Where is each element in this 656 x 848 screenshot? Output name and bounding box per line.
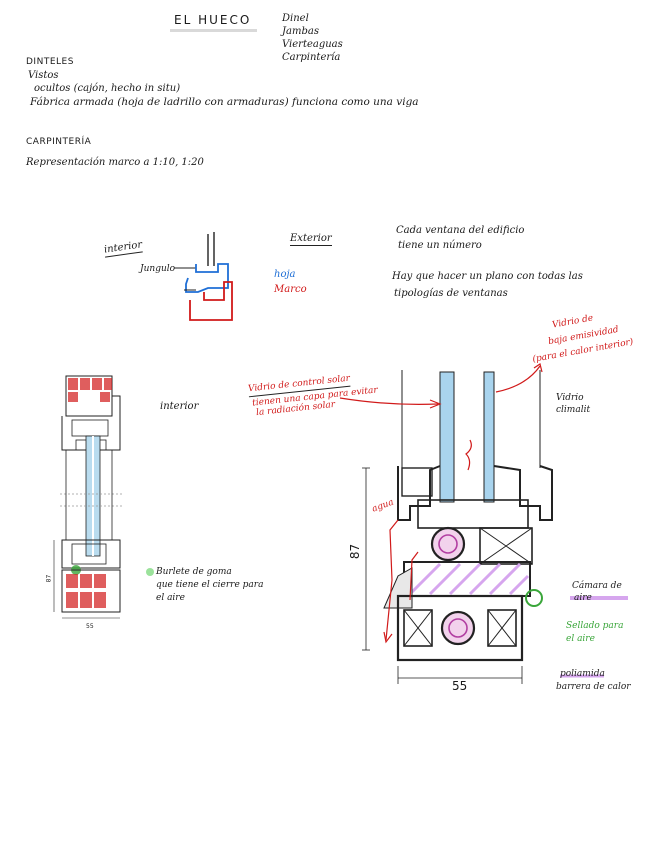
burlete-note-1: Burlete de goma <box>146 566 232 579</box>
dinteles-line-3: Fábrica armada (hoja de ladrillo con arm… <box>30 96 419 108</box>
camara-note-1: Cámara de <box>572 581 622 591</box>
topic-carpinteria: Carpintería <box>282 52 341 63</box>
climalit-note-2: climalit <box>556 405 591 415</box>
note-ventana-1: Cada ventana del edificio <box>396 225 525 236</box>
note-plano-1: Hay que hacer un plano con todas las <box>392 271 583 282</box>
dinteles-line-2: ocultos (cajón, hecho in situ) <box>34 83 181 94</box>
small-interior-label: interior <box>160 401 199 412</box>
burlete-line-3: el aire <box>156 593 185 603</box>
page-title: EL HUECO <box>170 13 258 32</box>
sketch-jungulo-label: Jungulo <box>140 264 176 274</box>
carpinteria-heading: CARPINTERÍA <box>26 137 92 147</box>
topic-dintel: Dinel <box>282 13 309 24</box>
small-dim-width: 55 <box>86 623 94 630</box>
large-dim-width: 55 <box>452 679 468 693</box>
burlete-line-1: Burlete de goma <box>156 567 232 577</box>
dinteles-heading: DINTELES <box>26 57 74 67</box>
highlight-dot <box>146 567 154 576</box>
topic-jambas: Jambas <box>282 26 319 37</box>
poliamida-note-2: barrera de calor <box>556 682 631 692</box>
dinteles-line-1: Vistos <box>28 70 59 81</box>
climalit-note-1: Vidrio <box>556 393 584 403</box>
sketch-exterior-label: Exterior <box>290 233 332 246</box>
large-dim-height: 87 <box>348 543 363 560</box>
sketch-hoja-label: hoja <box>274 269 296 280</box>
note-plano-2: tipologías de ventanas <box>394 288 508 299</box>
sellado-note-2: el aire <box>566 634 595 644</box>
poliamida-note-1: poliamida <box>560 669 605 679</box>
sketch-marco-label: Marco <box>274 284 307 295</box>
sellado-note-1: Sellado para <box>566 621 624 631</box>
topic-vierteaguas: Vierteaguas <box>282 39 343 50</box>
burlete-line-2: que tiene el cierre para <box>156 580 264 590</box>
camara-note-2: aire <box>574 593 592 603</box>
carpinteria-line: Representación marco a 1:10, 1:20 <box>26 157 204 168</box>
note-ventana-2: tiene un número <box>398 240 482 251</box>
